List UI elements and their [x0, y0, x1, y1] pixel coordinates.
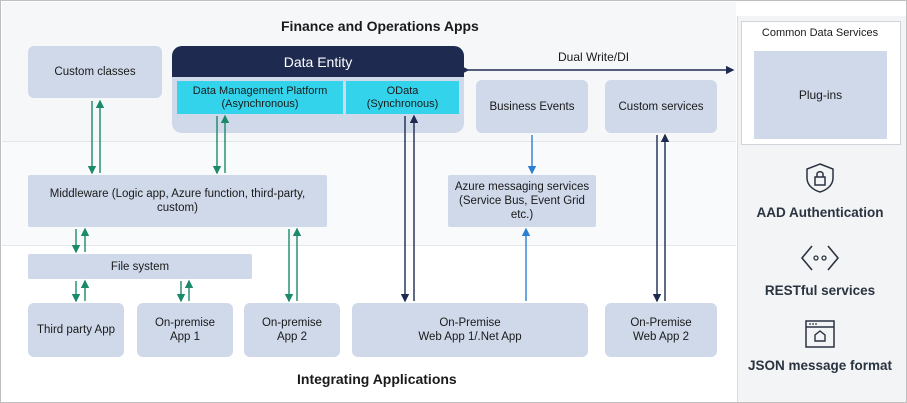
- data-entity-header: Data Entity: [172, 46, 464, 77]
- finance-operations-title: Finance and Operations Apps: [281, 18, 479, 34]
- feature-label-json: JSON message format: [747, 358, 893, 373]
- feature-label-aad: AAD Authentication: [756, 205, 884, 220]
- on-premise-app-1-box: On-premise App 1: [137, 303, 233, 357]
- band-divider-bottom: [2, 245, 736, 246]
- integrating-applications-title: Integrating Applications: [297, 371, 457, 387]
- band-divider-top: [2, 141, 736, 142]
- feature-label-restful: RESTful services: [764, 283, 876, 298]
- cds-title: Common Data Services: [761, 27, 879, 39]
- file-system-box: File system: [28, 254, 252, 279]
- plugins-box: Plug-ins: [754, 51, 887, 139]
- browser-window-icon: [805, 320, 835, 348]
- custom-services-box: Custom services: [605, 80, 717, 133]
- shield-lock-icon: [806, 163, 834, 193]
- on-premise-web-app-1-box: On-Premise Web App 1/.Net App: [352, 303, 588, 357]
- middleware-box: Middleware (Logic app, Azure function, t…: [28, 175, 327, 227]
- on-premise-web-app-2-box: On-Premise Web App 2: [605, 303, 717, 357]
- third-party-app-box: Third party App: [28, 303, 124, 357]
- odata-cell: OData (Synchronous): [346, 81, 459, 114]
- code-brackets-icon: [800, 245, 840, 271]
- custom-classes-box: Custom classes: [28, 46, 162, 98]
- data-management-platform-cell: Data Management Platform (Asynchronous): [177, 81, 343, 114]
- business-events-box: Business Events: [476, 80, 588, 133]
- dual-write-label: Dual Write/DI: [558, 50, 630, 64]
- azure-messaging-box: Azure messaging services (Service Bus, E…: [448, 175, 596, 227]
- on-premise-app-2-box: On-premise App 2: [244, 303, 340, 357]
